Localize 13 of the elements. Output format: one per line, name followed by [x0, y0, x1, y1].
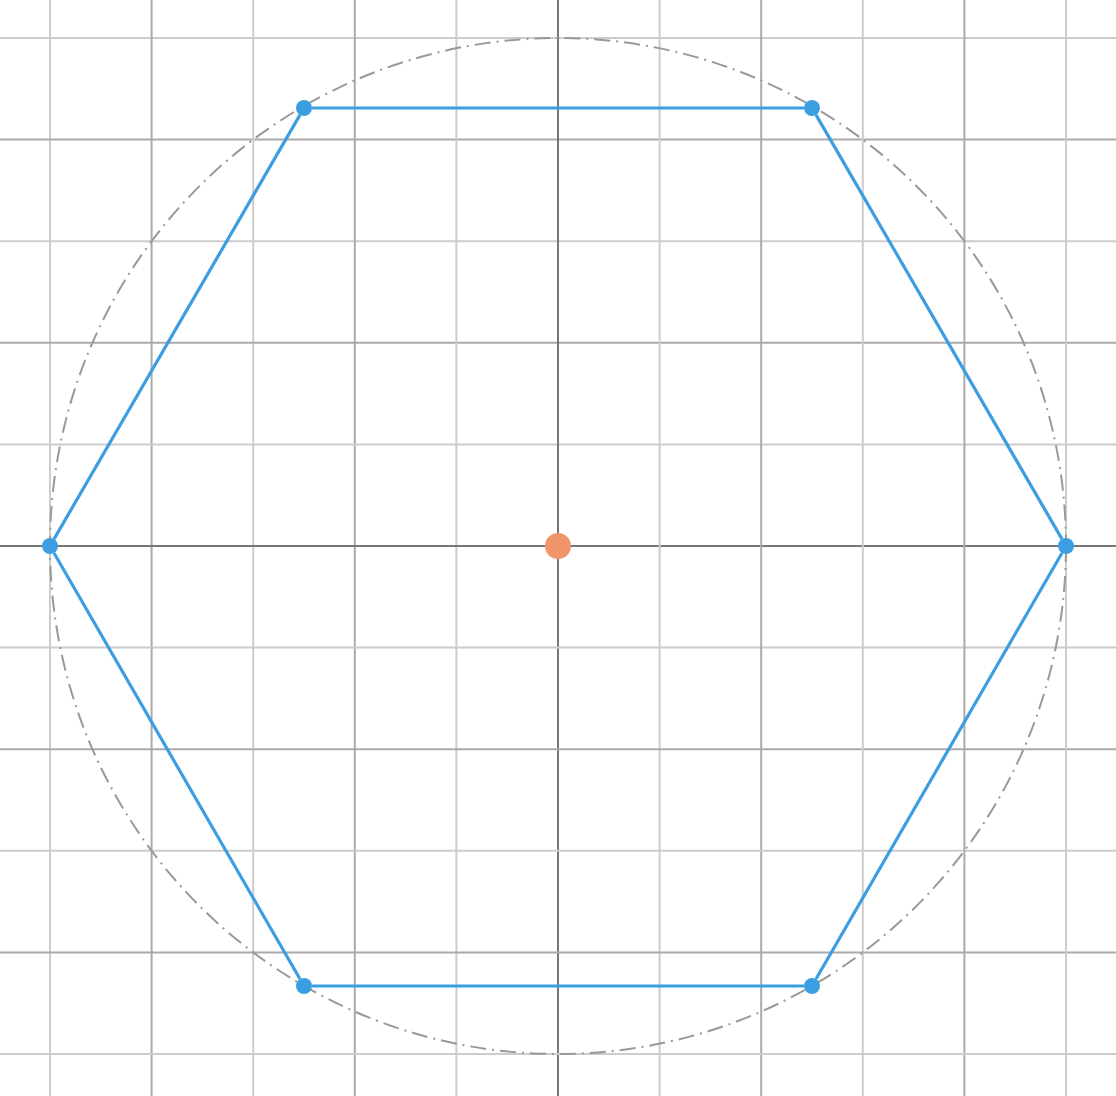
polygon-edge — [312, 984, 804, 988]
vertex-point — [42, 538, 58, 554]
polygon-edge — [814, 114, 1064, 540]
vertex-point — [1058, 538, 1074, 554]
vertex-point — [804, 978, 820, 994]
polygon-edge — [52, 114, 302, 540]
center-point — [545, 533, 571, 559]
vertex-point — [804, 100, 820, 116]
vertex-point — [296, 978, 312, 994]
polygon-edge — [52, 552, 302, 980]
polygon-edge — [312, 106, 804, 110]
polygon-edge — [814, 552, 1064, 980]
vertex-point — [296, 100, 312, 116]
